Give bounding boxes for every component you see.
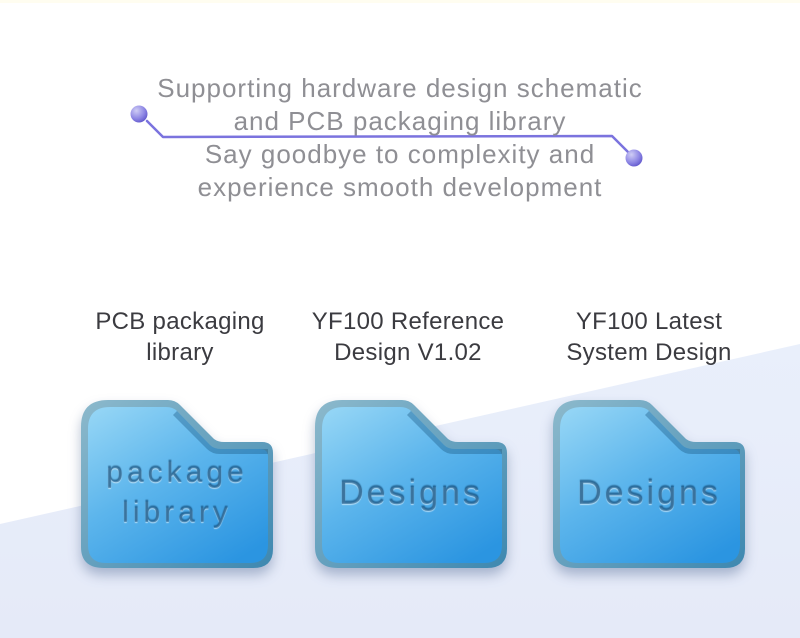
folder-front-face <box>88 407 268 563</box>
top-strip <box>0 0 800 3</box>
folder-icon-package-library[interactable]: package library <box>74 393 280 575</box>
folder-tab-shadow <box>407 411 502 454</box>
folder-tab-shadow <box>645 411 740 454</box>
folder-icon-latest-designs[interactable]: Designs <box>546 393 752 575</box>
folder-icon <box>315 400 507 568</box>
folder-engraved-text: package library <box>74 445 280 541</box>
folder-title-line: Design V1.02 <box>334 339 482 366</box>
hero-line-2: and PCB packaging library <box>233 106 567 136</box>
connector-line <box>145 119 631 155</box>
folder-engraved-line: Designs <box>339 474 483 512</box>
folder-title-line: library <box>146 339 214 366</box>
hero-line-3: Say goodbye to complexity and <box>204 139 596 169</box>
folder-engraved-text: Designs <box>546 445 752 541</box>
folder-engraved-line: package <box>106 456 248 489</box>
folder-title-line: PCB packaging <box>95 308 265 335</box>
folder-title-yf100-latest-system-design: YF100 Latest System Design <box>546 306 752 368</box>
folder-title-line: YF100 Reference <box>311 308 505 335</box>
folder-icon-reference-designs[interactable]: Designs <box>308 393 514 575</box>
folder-front-face <box>322 407 502 563</box>
hero-heading: Supporting hardware design schematic and… <box>0 72 800 204</box>
folder-engraved-line: Designs <box>577 474 721 512</box>
folder-title-line: YF100 Latest <box>575 308 723 335</box>
decorative-connector <box>130 105 643 167</box>
folder-title-pcb-packaging-library: PCB packaging library <box>74 306 286 368</box>
connector-dot-left <box>130 105 148 123</box>
hero-line-4: experience smooth development <box>197 172 603 202</box>
folder-engraved-text: Designs <box>308 445 514 541</box>
folder-tab-shadow <box>173 411 268 454</box>
folder-title-line: System Design <box>566 339 732 366</box>
folder-title-yf100-reference-design: YF100 Reference Design V1.02 <box>305 306 511 368</box>
folder-engraved-line: library <box>122 496 232 529</box>
folder-front-face <box>560 407 740 563</box>
connector-dot-right <box>625 149 643 167</box>
folder-icon <box>553 400 745 568</box>
folder-icon <box>81 400 273 568</box>
hero-line-1: Supporting hardware design schematic <box>157 73 643 103</box>
